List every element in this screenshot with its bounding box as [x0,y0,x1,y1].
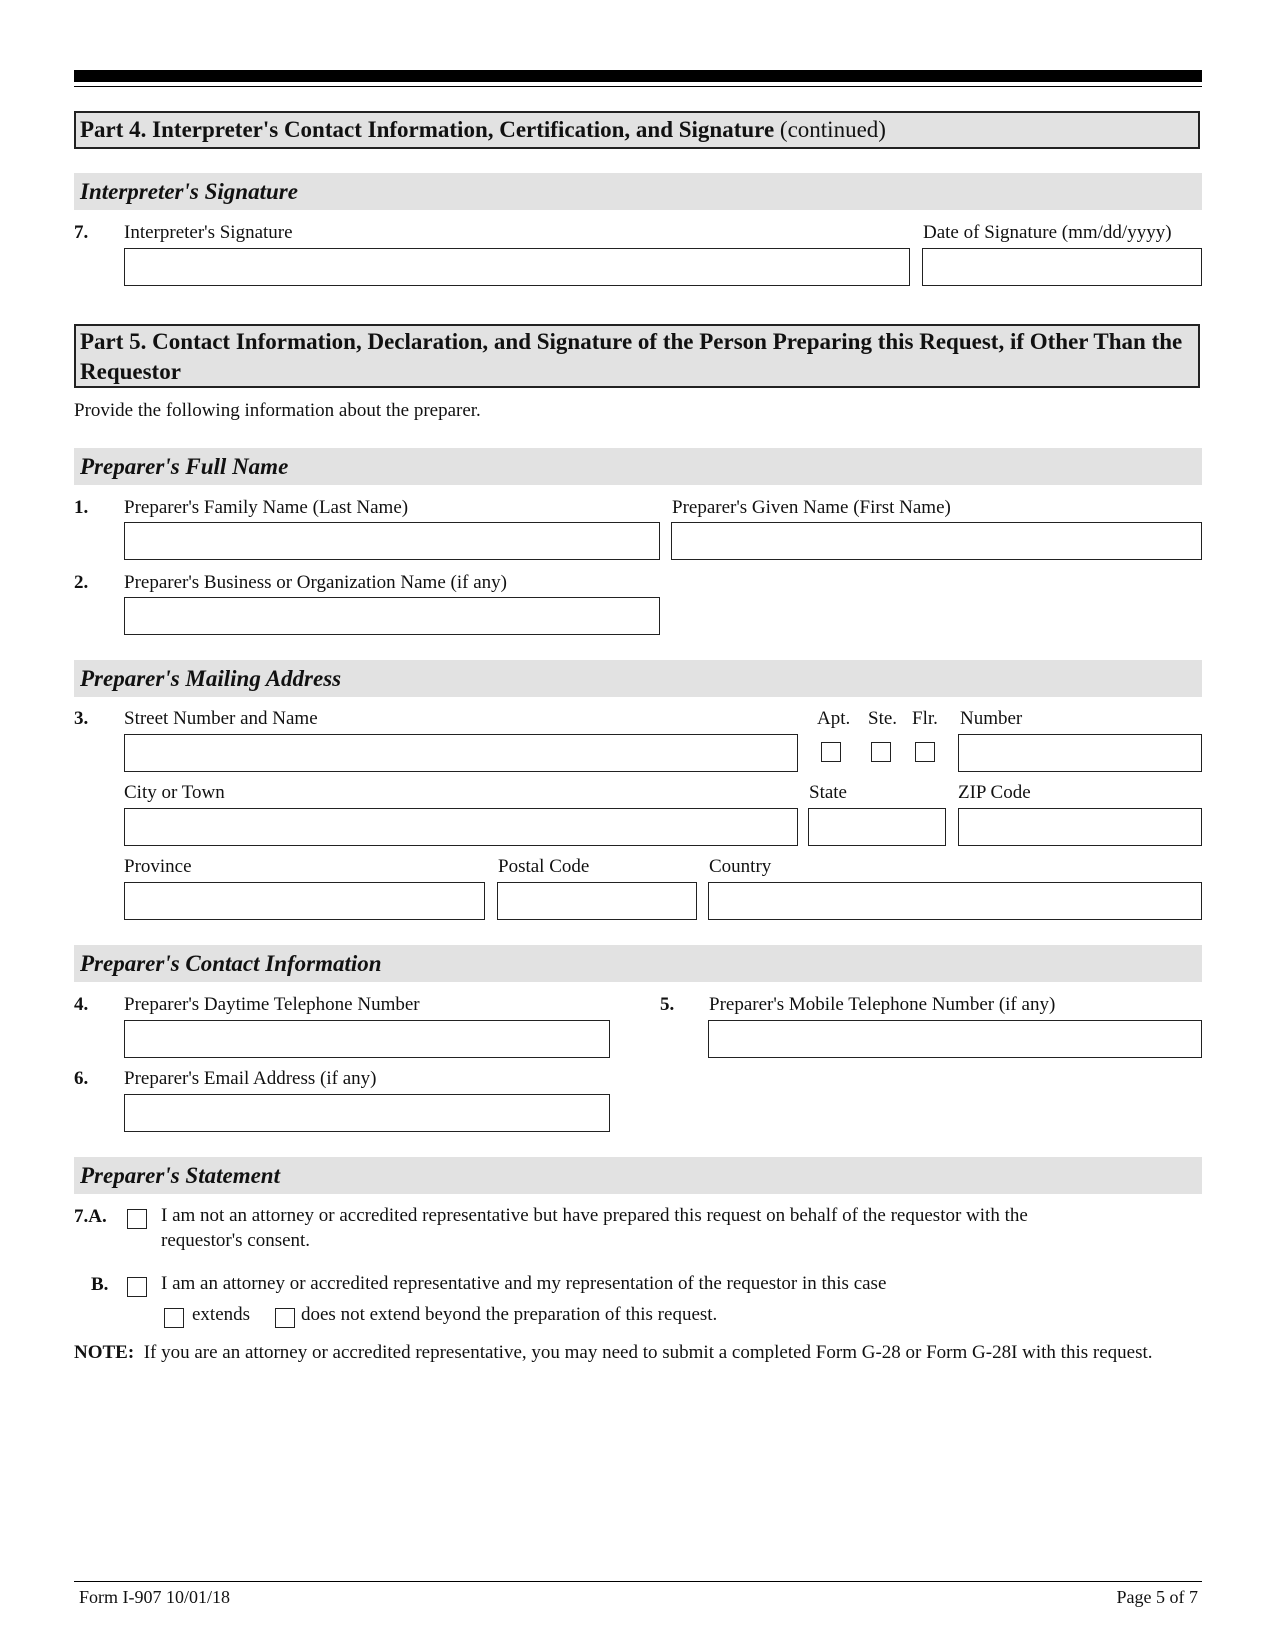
footer-page-number: Page 5 of 7 [1116,1587,1198,1607]
postal-code-field[interactable] [497,882,697,920]
given-name-field[interactable] [671,522,1202,560]
extends-label: extends [192,1304,251,1325]
province-label: Province [124,856,192,877]
item-7b-number: B. [91,1274,109,1295]
apt-checkbox[interactable] [821,742,841,762]
country-label: Country [709,856,772,877]
item-7b-text: I am an attorney or accredited represent… [161,1273,887,1294]
mailing-address-section: Preparer's Mailing Address [74,660,1202,697]
family-name-field[interactable] [124,522,660,560]
item-6-number: 6. [74,1068,89,1089]
interpreter-signature-title: Interpreter's Signature [80,179,298,204]
ste-checkbox[interactable] [871,742,891,762]
interpreter-signature-label: Interpreter's Signature [124,222,293,243]
item-7a-checkbox[interactable] [127,1209,147,1229]
item-2-number: 2. [74,572,89,593]
flr-checkbox[interactable] [915,742,935,762]
street-label: Street Number and Name [124,708,318,729]
city-label: City or Town [124,782,225,803]
note: NOTE: If you are an attorney or accredit… [74,1340,1184,1365]
state-label: State [809,782,847,803]
apt-label: Apt. [817,708,851,729]
mobile-phone-field[interactable] [708,1020,1202,1058]
top-thin-rule [74,86,1202,87]
mobile-phone-label: Preparer's Mobile Telephone Number (if a… [709,994,1056,1015]
note-label: NOTE: [74,1342,135,1363]
zip-label: ZIP Code [958,782,1031,803]
item-3-number: 3. [74,708,89,729]
daytime-phone-field[interactable] [124,1020,610,1058]
statement-title: Preparer's Statement [80,1163,280,1188]
country-field[interactable] [708,882,1202,920]
state-field[interactable] [808,808,946,846]
mailing-address-title: Preparer's Mailing Address [80,666,342,691]
flr-label: Flr. [912,708,938,729]
contact-info-title: Preparer's Contact Information [80,951,382,976]
part4-header: Part 4. Interpreter's Contact Informatio… [74,111,1200,149]
part5-title: Part 5. Contact Information, Declaration… [80,329,1183,384]
email-field[interactable] [124,1094,610,1132]
email-label: Preparer's Email Address (if any) [124,1068,377,1089]
item-7a-number: 7.A. [74,1206,107,1227]
footer-form-id: Form I-907 10/01/18 [79,1587,230,1607]
interpreter-signature-field[interactable] [124,248,910,286]
zip-field[interactable] [958,808,1202,846]
note-text: If you are an attorney or accredited rep… [143,1342,1153,1363]
does-not-extend-checkbox[interactable] [275,1308,295,1328]
city-field[interactable] [124,808,798,846]
ste-label: Ste. [868,708,898,729]
daytime-phone-label: Preparer's Daytime Telephone Number [124,994,420,1015]
part4-continued: (continued) [779,117,886,142]
footer-rule [74,1581,1202,1582]
family-name-label: Preparer's Family Name (Last Name) [124,497,409,518]
street-field[interactable] [124,734,798,772]
province-field[interactable] [124,882,485,920]
item-7-number: 7. [74,222,89,243]
full-name-title: Preparer's Full Name [80,454,289,479]
interpreter-signature-section: Interpreter's Signature [74,173,1202,210]
business-name-field[interactable] [124,597,660,635]
top-thick-rule [74,70,1202,82]
part4-title-text: Part 4. Interpreter's Contact Informatio… [80,117,775,142]
unit-number-field[interactable] [958,734,1202,772]
unit-number-label: Number [960,708,1023,729]
item-4-number: 4. [74,994,89,1015]
signature-date-label: Date of Signature (mm/dd/yyyy) [923,222,1172,243]
item-1-number: 1. [74,497,89,518]
statement-section: Preparer's Statement [74,1157,1202,1194]
extends-checkbox[interactable] [164,1308,184,1328]
contact-info-section: Preparer's Contact Information [74,945,1202,982]
item-7b-checkbox[interactable] [127,1277,147,1297]
part5-intro: Provide the following information about … [74,400,481,421]
full-name-section: Preparer's Full Name [74,448,1202,485]
given-name-label: Preparer's Given Name (First Name) [672,497,951,518]
signature-date-field[interactable] [922,248,1202,286]
item-5-number: 5. [660,994,675,1015]
item-7a-text: I am not an attorney or accredited repre… [161,1205,1028,1251]
business-name-label: Preparer's Business or Organization Name… [124,572,507,593]
part4-title: Part 4. Interpreter's Contact Informatio… [76,113,1198,147]
part5-header: Part 5. Contact Information, Declaration… [74,324,1200,388]
does-not-extend-label: does not extend beyond the preparation o… [301,1304,718,1325]
postal-code-label: Postal Code [498,856,590,877]
